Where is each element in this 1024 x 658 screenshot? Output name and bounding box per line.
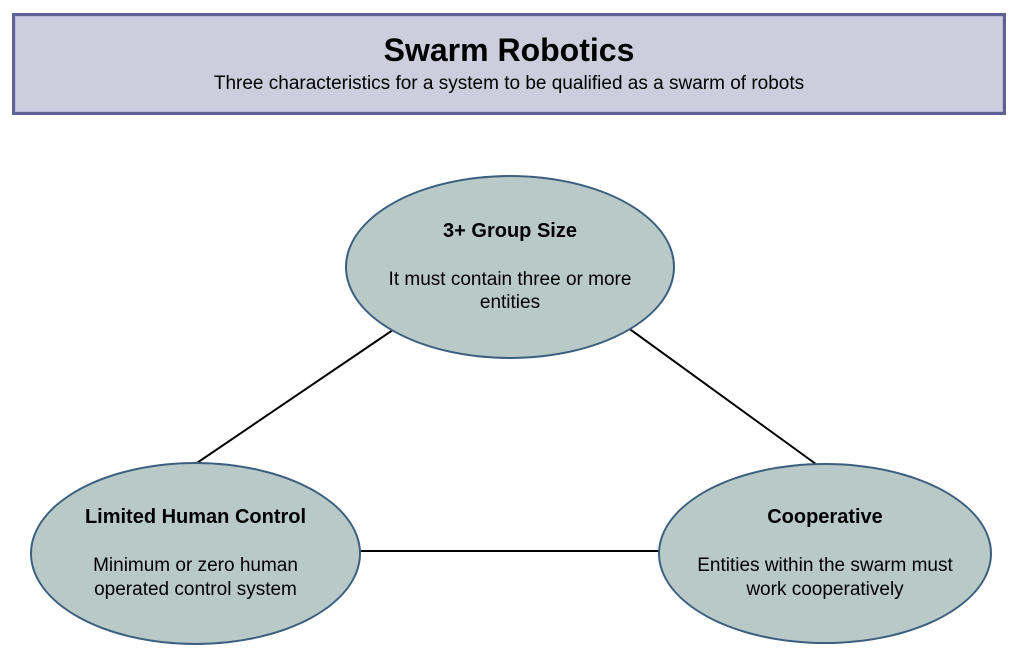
node-cooperative-description: Entities within the swarm must work coop… [697, 555, 953, 600]
node-limited-human-control-title: Limited Human Control [84, 506, 307, 529]
diagram-subtitle: Three characteristics for a system to be… [213, 73, 805, 95]
diagram-title: Swarm Robotics [383, 32, 635, 69]
node-group-size: 3+ Group Size It must contain three or m… [345, 175, 675, 359]
node-group-size-title: 3+ Group Size [443, 219, 577, 242]
diagram-header: Swarm Robotics Three characteristics for… [12, 13, 1006, 115]
node-cooperative-title: Cooperative [767, 506, 883, 529]
node-group-size-description: It must contain three or more entities [388, 268, 632, 313]
node-cooperative: Cooperative Entities within the swarm mu… [658, 463, 992, 644]
node-limited-human-control: Limited Human Control Minimum or zero hu… [30, 462, 361, 645]
node-limited-human-control-description: Minimum or zero human operated control s… [93, 555, 298, 600]
